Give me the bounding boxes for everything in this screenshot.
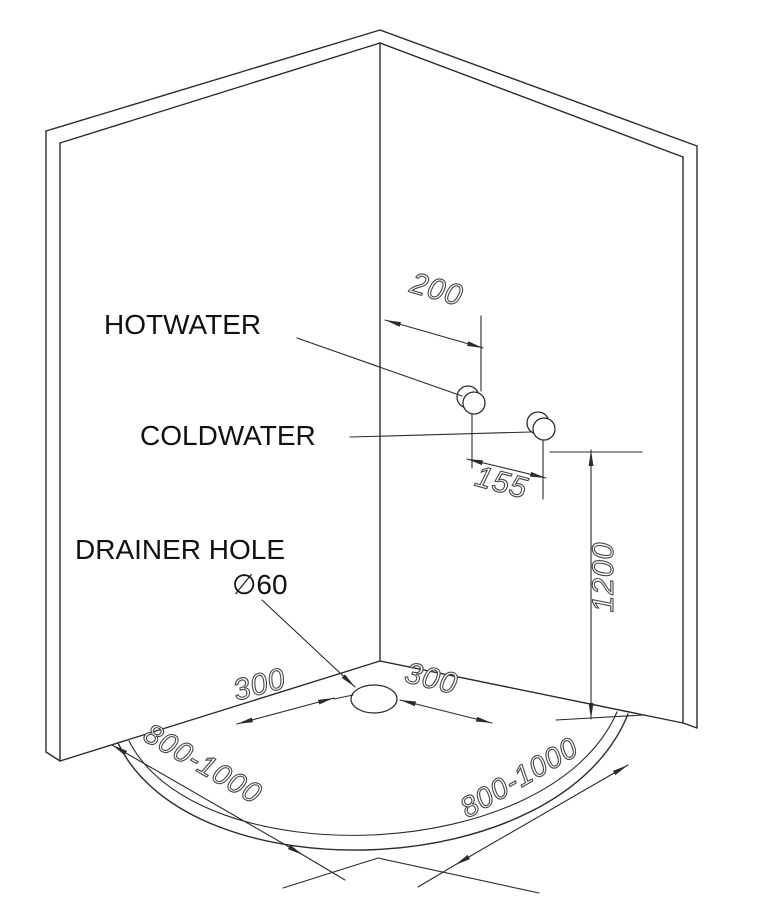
tray-center-extension-left	[282, 857, 379, 889]
tray-left-dim-extension	[302, 854, 346, 881]
cold-water-outlet	[532, 417, 556, 441]
text-labels: HOTWATER COLDWATER DRAINER HOLE ∅60	[75, 309, 316, 600]
dim-line-800-1000-right	[454, 764, 629, 866]
dim-text-155: 155	[472, 460, 532, 506]
hot-water-outlet	[462, 391, 486, 415]
coldwater-label: COLDWATER	[140, 420, 316, 451]
tray-center-extension-right	[377, 857, 540, 894]
left-wall-bottom-end	[45, 751, 61, 762]
dim-line-800-1000-left	[111, 744, 304, 856]
dim-text-800-1000-right: 800-1000	[455, 732, 584, 825]
hotwater-leader	[296, 337, 463, 397]
left-wall-top-outer-edge	[45, 29, 381, 132]
hotwater-label: HOTWATER	[104, 309, 261, 340]
right-wall-base	[379, 660, 684, 724]
right-wall-top-inner-edge	[379, 42, 684, 158]
water-outlets	[456, 385, 556, 441]
leader-lines	[261, 337, 532, 688]
dim-text-200: 200	[406, 266, 467, 313]
drainer-diameter-label: ∅60	[232, 569, 288, 600]
corner-walls	[45, 29, 698, 762]
left-wall-base	[59, 660, 381, 762]
dim-text-1200: 1200	[587, 542, 620, 613]
drain-left-connector	[333, 694, 354, 700]
dim-line-155	[466, 458, 547, 479]
right-wall-top-outer-edge	[379, 29, 698, 147]
drain-leader	[261, 599, 356, 688]
dim-line-300-left	[236, 697, 335, 725]
dim-line-200	[384, 319, 484, 349]
tray-right-dim-extension	[417, 864, 456, 888]
drainer-hole-label: DRAINER HOLE	[75, 534, 285, 565]
drain-hole	[350, 684, 398, 714]
coldwater-leader	[349, 431, 532, 438]
dim-text-300-left: 300	[230, 662, 290, 708]
dim-line-300-right	[399, 699, 493, 724]
dimension-lines	[111, 319, 629, 866]
dim-text-300-right: 300	[402, 656, 461, 701]
right-wall-bottom-end	[682, 722, 698, 729]
left-wall-top-inner-edge	[59, 42, 381, 144]
tray-outer-arc	[117, 713, 629, 851]
height-dim-bottom-extension	[555, 714, 645, 721]
